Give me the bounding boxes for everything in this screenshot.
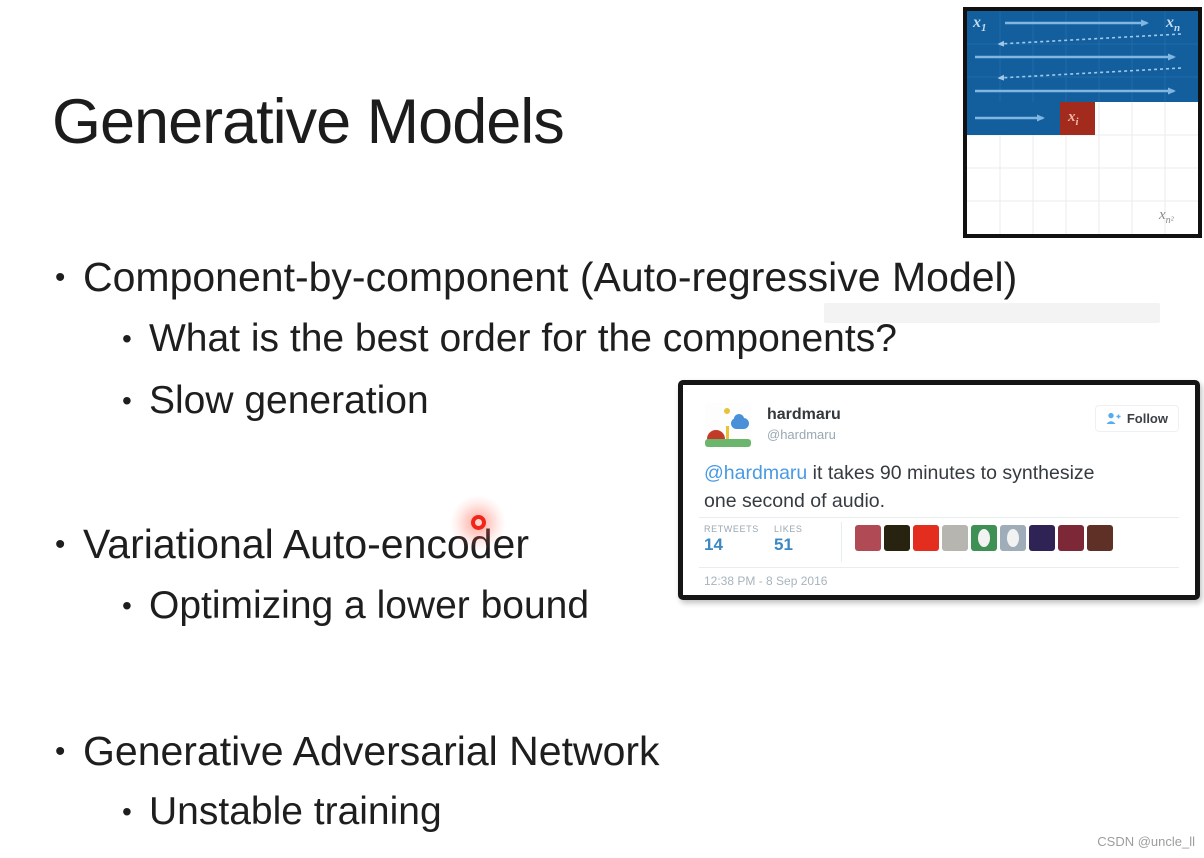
tweet-body: @hardmaru it takes 90 minutes to synthes… [704, 459, 1122, 515]
liker-avatar[interactable] [1029, 525, 1055, 551]
raster-scan-graphic [967, 11, 1198, 234]
retweets-label: RETWEETS [704, 524, 759, 534]
bullet-unstable-training: Unstable training [122, 790, 442, 834]
tweet-timestamp[interactable]: 12:38 PM - 8 Sep 2016 [704, 574, 828, 588]
avatar-ground-icon [705, 439, 751, 447]
tweet-body-text: it takes 90 minutes to synthesize one se… [704, 462, 1095, 512]
diagram-label-xn: xn [1166, 14, 1181, 35]
liker-thumbnails [855, 525, 1113, 551]
liker-avatar[interactable] [884, 525, 910, 551]
bullet-slow-generation: Slow generation [122, 379, 429, 423]
divider [699, 517, 1179, 518]
bullet-best-order: What is the best order for the component… [122, 317, 897, 361]
bullet-autoregressive: Component-by-component (Auto-regressive … [55, 254, 1017, 301]
tweet-author-handle[interactable]: @hardmaru [767, 427, 836, 442]
avatar-dome-icon [707, 430, 725, 440]
avatar-sun-icon [724, 408, 730, 414]
watermark: CSDN @uncle_ll [1097, 834, 1195, 849]
avatar-cloud-icon [731, 414, 749, 429]
vertical-divider [841, 522, 842, 562]
liker-avatar[interactable] [1087, 525, 1113, 551]
page-title: Generative Models [52, 87, 565, 157]
follow-button-label: Follow [1126, 411, 1168, 426]
autoregressive-diagram: x1 xn xi xn² [963, 7, 1202, 238]
likes-label: LIKES [774, 524, 803, 534]
liker-avatar[interactable] [942, 525, 968, 551]
diagram-label-xi: xi [1068, 109, 1079, 128]
diagram-label-xn2: xn² [1159, 207, 1174, 226]
compression-artifact [824, 303, 1160, 323]
liker-avatar[interactable] [855, 525, 881, 551]
divider [699, 567, 1179, 568]
bullet-lower-bound: Optimizing a lower bound [122, 584, 589, 628]
retweets-count[interactable]: 14 [704, 535, 723, 554]
liker-avatar[interactable] [1058, 525, 1084, 551]
liker-avatar[interactable] [971, 525, 997, 551]
liker-avatar[interactable] [913, 525, 939, 551]
mention-link[interactable]: @hardmaru [704, 462, 808, 484]
thumbnail-oval-shape [978, 529, 990, 547]
likes-count[interactable]: 51 [774, 535, 793, 554]
diagram-label-x1: x1 [973, 14, 987, 35]
follow-person-icon [1106, 412, 1121, 424]
thumbnail-oval-shape [1007, 529, 1019, 547]
follow-button[interactable]: Follow [1094, 405, 1179, 432]
liker-avatar[interactable] [1000, 525, 1026, 551]
tweet-card: hardmaru @hardmaru Follow @hardmaru it t… [678, 380, 1200, 600]
avatar[interactable] [705, 403, 751, 449]
tweet-author-name[interactable]: hardmaru [767, 406, 841, 423]
avatar-pole-icon [726, 426, 729, 440]
bullet-vae: Variational Auto-encoder [55, 521, 529, 568]
bullet-gan: Generative Adversarial Network [55, 728, 660, 775]
